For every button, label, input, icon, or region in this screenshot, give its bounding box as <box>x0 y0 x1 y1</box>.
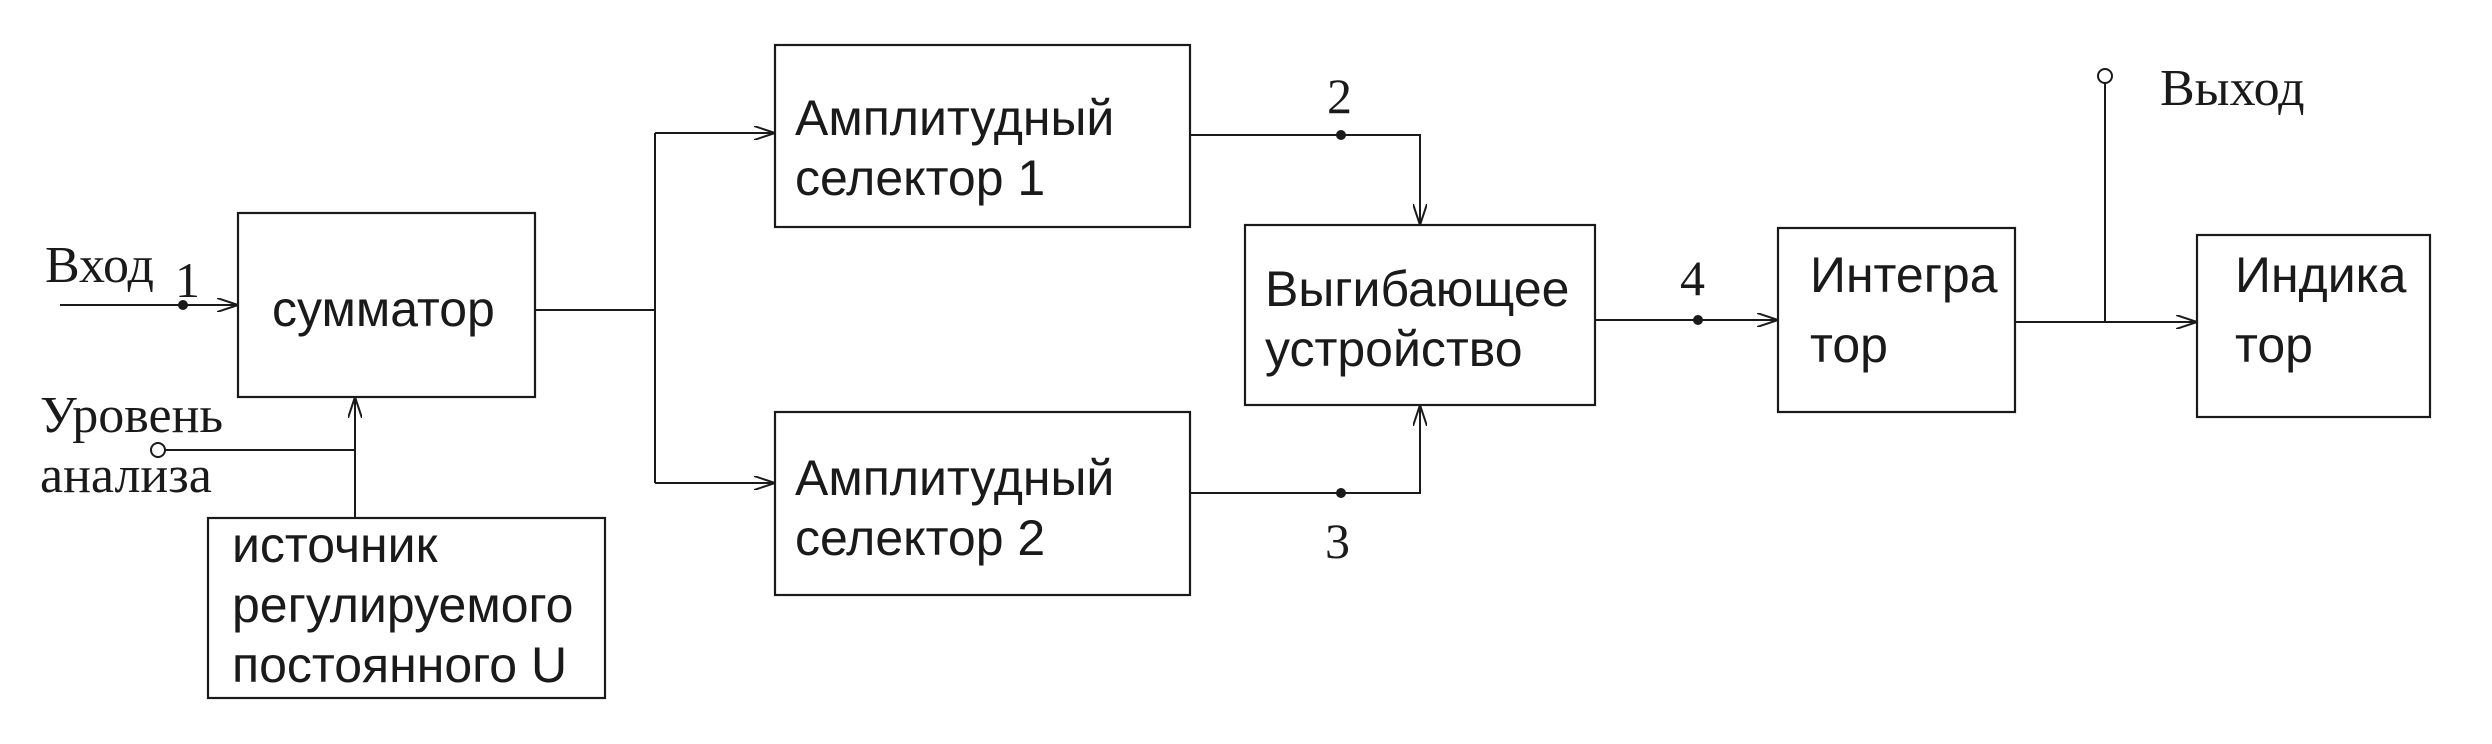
indicator-label-line1: Индика <box>2235 247 2407 303</box>
selector2-label-line1: Амплитудный <box>795 450 1114 506</box>
point-2-label: 2 <box>1327 68 1352 124</box>
integrator-label-line2: тор <box>1810 317 1888 373</box>
selector2-label-line2: селектор 2 <box>795 510 1045 566</box>
bending-device-block <box>1243 223 1597 407</box>
selector1-label-line1: Амплитудный <box>795 90 1114 146</box>
level-terminal <box>150 442 166 458</box>
level-label-line1: Уровень <box>40 387 223 444</box>
source-label-line1: источник <box>232 517 439 573</box>
point-4-dot <box>1693 315 1703 325</box>
point-3-dot <box>1336 488 1346 498</box>
point-4-label: 4 <box>1680 250 1705 306</box>
point-1-label: 1 <box>175 252 200 308</box>
bending-label-line2: устройство <box>1265 321 1523 377</box>
output-terminal <box>2097 68 2113 84</box>
indicator-block <box>2195 233 2432 419</box>
source-label-line3: постоянного U <box>232 637 567 693</box>
selector1-block <box>773 43 1192 229</box>
summator-block <box>236 211 537 399</box>
summator-label: сумматор <box>272 281 495 337</box>
output-label: Выход <box>2160 60 2305 117</box>
point-1-dot <box>178 300 188 310</box>
selector2-to-bending-wire <box>1190 405 1420 494</box>
input-label: Вход <box>45 237 154 294</box>
source-label-line2: регулируемого <box>232 577 573 633</box>
point-3-label: 3 <box>1325 513 1350 569</box>
point-2-dot <box>1336 130 1346 140</box>
integrator-block <box>1776 226 2017 414</box>
level-label-line2: анализа <box>40 447 212 504</box>
selector1-to-bending-wire <box>1190 134 1420 225</box>
bending-label-line1: Выгибающее <box>1265 261 1569 317</box>
indicator-label-line2: тор <box>2235 317 2313 373</box>
integrator-label-line1: Интегра <box>1810 247 1998 303</box>
source-block <box>206 516 607 700</box>
selector2-block <box>773 410 1192 597</box>
selector1-label-line2: селектор 1 <box>795 150 1045 206</box>
